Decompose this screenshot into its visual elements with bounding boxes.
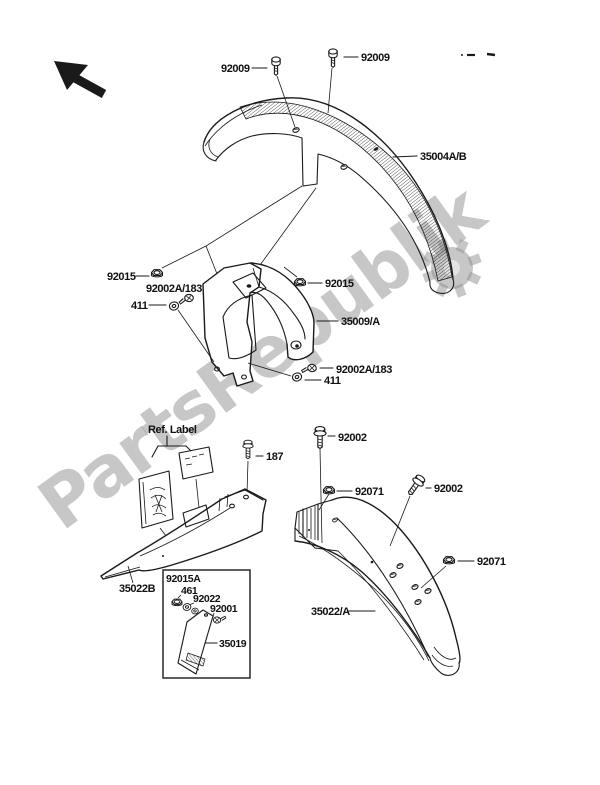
front-screw-left-group: 92002A/183 411 <box>131 283 215 363</box>
fender-bracket-part <box>202 262 315 387</box>
rear-nut-rear-group: 92071 <box>420 556 506 589</box>
scan-marks <box>461 52 496 57</box>
warning-sticker <box>138 470 174 529</box>
rear-bolt-front-group: 92002 <box>313 426 367 544</box>
screw-icon <box>178 293 194 305</box>
bolt-icon <box>313 426 327 450</box>
part-label: 92071 <box>355 486 384 498</box>
front-direction-arrow <box>54 61 107 98</box>
inner-fender-part: 35022B <box>100 488 267 595</box>
part-label: 92002 <box>338 432 367 444</box>
mud-flap-shape <box>177 609 214 675</box>
part-label: 461 <box>181 585 198 597</box>
part-label: 92015 <box>325 278 354 290</box>
part-label: 35019 <box>219 638 247 650</box>
part-label: 35022B <box>119 583 156 595</box>
part-label: 411 <box>324 375 341 387</box>
front-bolt-right-group: 92009 <box>327 48 390 114</box>
part-label: 92015 <box>107 271 136 283</box>
label-bolt-group: 187 <box>242 439 284 494</box>
bolt-icon <box>271 56 281 76</box>
nut-icon <box>442 556 456 565</box>
part-label: 35009/A <box>341 316 380 328</box>
nut-icon <box>322 486 336 495</box>
ref-label-group: Ref. Label <box>138 424 214 546</box>
rear-fender-label-group: 35022/A <box>311 606 376 618</box>
part-label: 92002A/183 <box>336 364 392 376</box>
blank-sticker <box>178 446 214 480</box>
mud-flap-inset: 92015A 461 92022 92001 35019 <box>162 569 251 679</box>
bracket-label-group: 35009/A <box>316 316 381 328</box>
part-label: 35004A/B <box>420 151 467 163</box>
front-nut-left-group: 92015 <box>107 269 164 283</box>
bolt-icon <box>403 472 428 499</box>
part-label: 92001 <box>210 603 238 615</box>
bolt-icon <box>328 48 338 68</box>
front-fender-label-group: 35004A/B <box>392 151 467 163</box>
washer-icon <box>167 300 181 312</box>
part-label: 187 <box>266 451 283 463</box>
part-label: 92002A/183 <box>146 283 202 295</box>
ref-label-text: Ref. Label <box>148 424 197 436</box>
rear-bolt-rear-group: 92002 <box>389 472 463 547</box>
fender-hatched-stripe <box>239 101 453 282</box>
front-bolt-left-group: 92009 <box>221 56 296 128</box>
front-fender-part <box>202 97 455 294</box>
front-screw-right-group: 92002A/183 411 <box>247 362 393 387</box>
rear-fender-part <box>294 496 461 676</box>
part-label: 92002 <box>434 483 463 495</box>
part-label: 92015A <box>166 573 201 585</box>
part-label: 92009 <box>221 63 250 75</box>
part-label: 92022 <box>193 593 221 605</box>
bolt-icon <box>242 439 254 460</box>
part-label: 411 <box>131 300 148 312</box>
part-label: 35022/A <box>311 606 350 618</box>
rear-nut-front-group: 92071 <box>318 486 384 511</box>
part-label: 92071 <box>477 556 506 568</box>
part-label: 92009 <box>361 52 390 64</box>
front-nut-right-group: 92015 <box>283 266 354 290</box>
nut-icon <box>150 269 164 278</box>
